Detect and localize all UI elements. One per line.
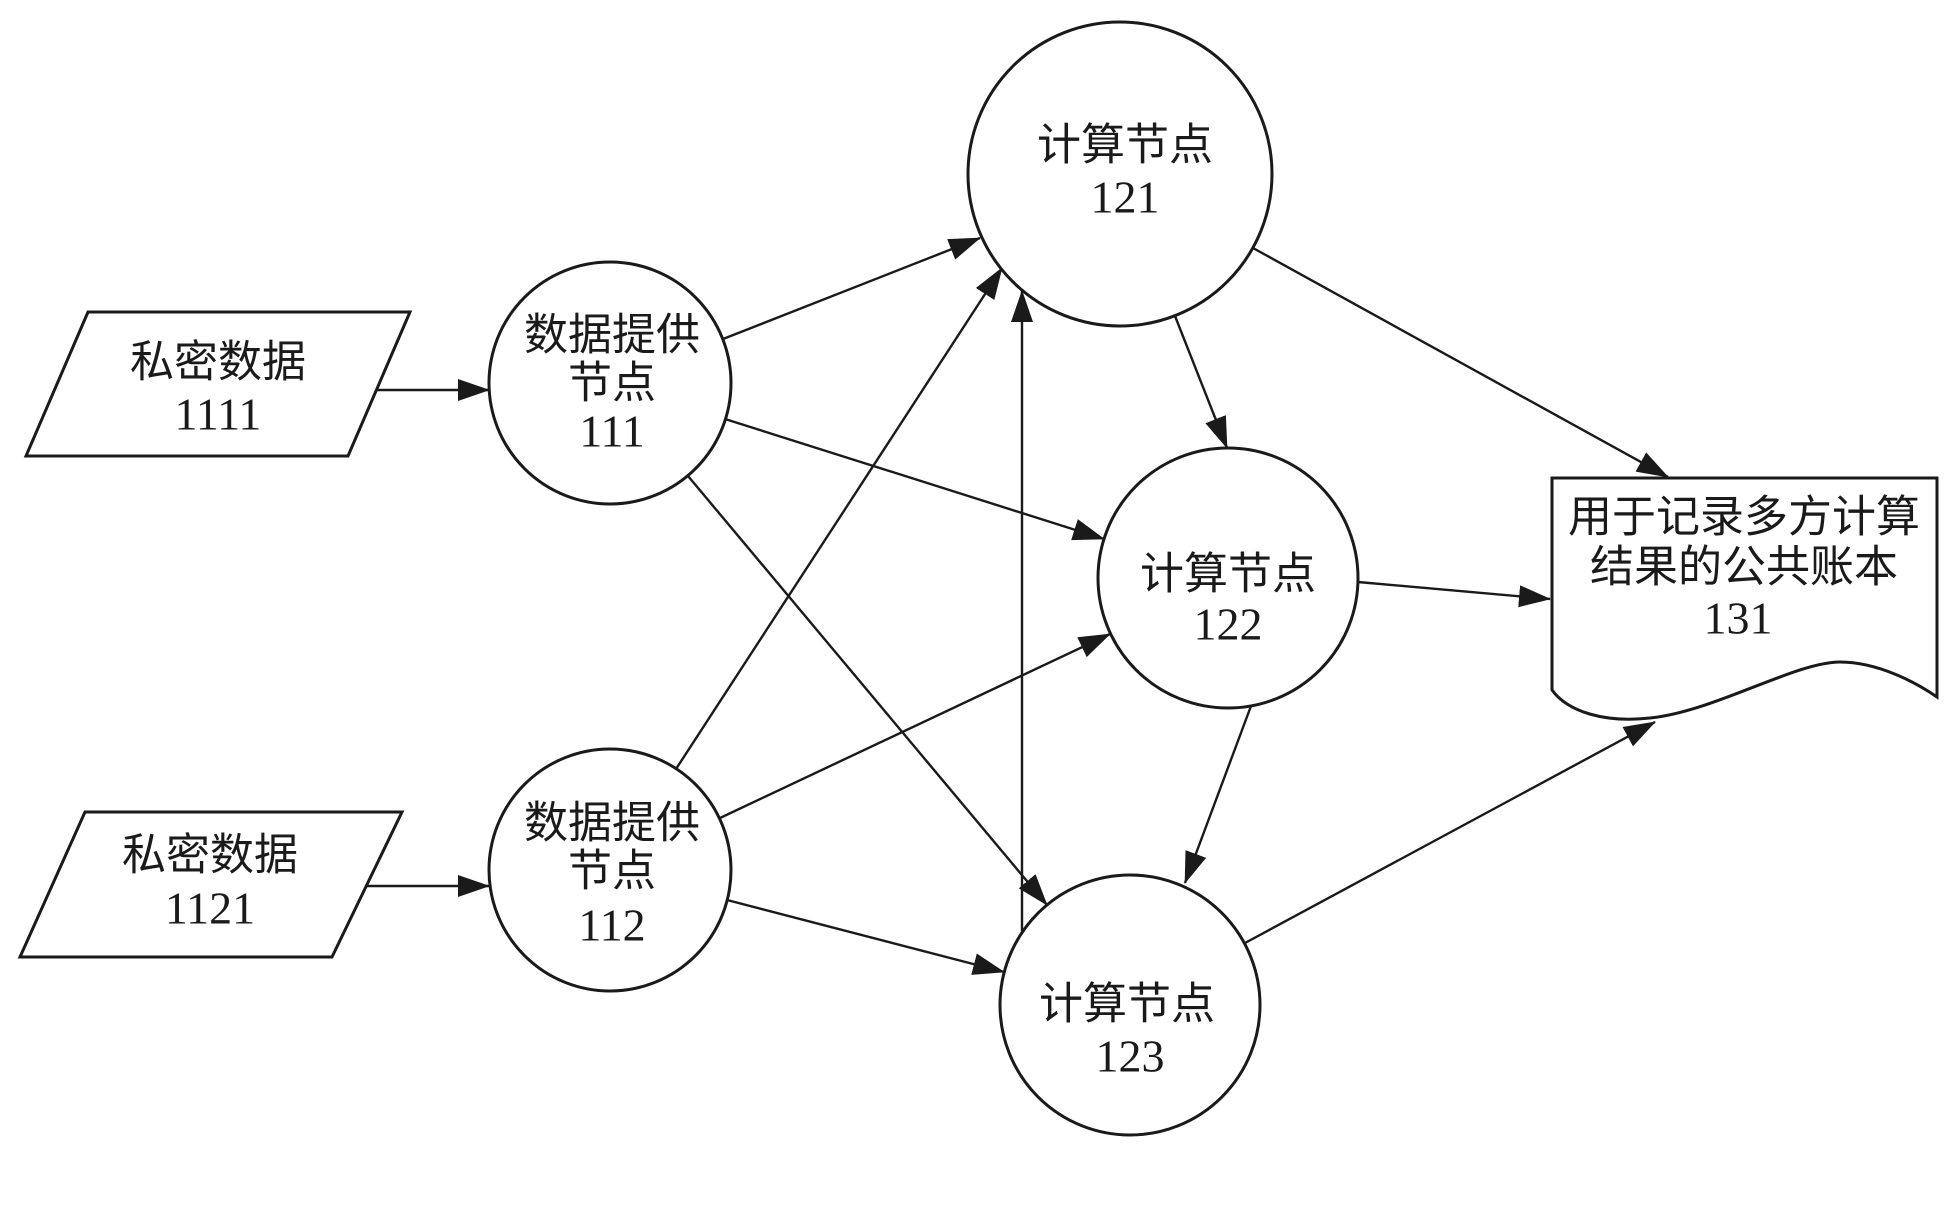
label-provider-111-line1: 数据提供 <box>524 311 700 360</box>
arrow-123-to-131 <box>1244 720 1656 945</box>
arrow-111-to-123 <box>687 475 1048 906</box>
arrow-121-to-122 <box>1173 315 1229 449</box>
label-provider-112-line2: 节点 <box>568 847 656 896</box>
number-compute-122: 122 <box>1194 599 1263 650</box>
number-provider-112: 112 <box>578 900 645 951</box>
circle-compute-node-123 <box>998 873 1262 1137</box>
number-compute-123: 123 <box>1096 1031 1165 1082</box>
label-provider-111-line2: 节点 <box>568 359 656 408</box>
arrow-122-to-123 <box>1183 705 1253 884</box>
arrow-121-to-131 <box>1252 246 1669 479</box>
number-private-data-1111: 1111 <box>175 389 262 440</box>
arrow-111-to-122 <box>724 417 1105 541</box>
arrow-112-to-123 <box>726 898 1005 975</box>
nodes-group <box>17 20 1939 1137</box>
label-private-data-1111: 私密数据 <box>130 338 306 387</box>
label-compute-123: 计算节点 <box>1039 980 1215 1029</box>
arrow-122-to-131 <box>1357 580 1551 608</box>
edges-group <box>366 236 1669 975</box>
label-private-data-1121: 私密数据 <box>122 831 298 880</box>
number-compute-121: 121 <box>1091 172 1160 223</box>
circle-compute-node-121 <box>966 20 1274 328</box>
circle-provider-node-111 <box>487 260 733 506</box>
label-provider-112-line1: 数据提供 <box>524 799 700 848</box>
arrow-111-to-121 <box>722 236 981 341</box>
document-ledger-131 <box>1550 476 1939 721</box>
number-ledger-131: 131 <box>1704 593 1773 644</box>
arrow-112-to-121 <box>674 267 1004 770</box>
label-compute-121: 计算节点 <box>1037 121 1213 170</box>
parallelogram-private-data-1121 <box>17 810 405 959</box>
arrow-112-to-122 <box>719 632 1111 820</box>
label-ledger-131-line2: 结果的公共账本 <box>1590 543 1898 592</box>
number-private-data-1121: 1121 <box>165 883 255 934</box>
label-compute-122: 计算节点 <box>1140 550 1316 599</box>
circle-provider-node-112 <box>487 747 733 993</box>
labels-group: 私密数据 1111 私密数据 1121 数据提供 节点 111 数据提供 节点 … <box>122 121 1920 1082</box>
label-ledger-131-line1: 用于记录多方计算 <box>1568 493 1920 542</box>
number-provider-111: 111 <box>579 406 645 457</box>
circle-compute-node-122 <box>1096 446 1360 710</box>
parallelogram-private-data-1111 <box>23 310 413 458</box>
